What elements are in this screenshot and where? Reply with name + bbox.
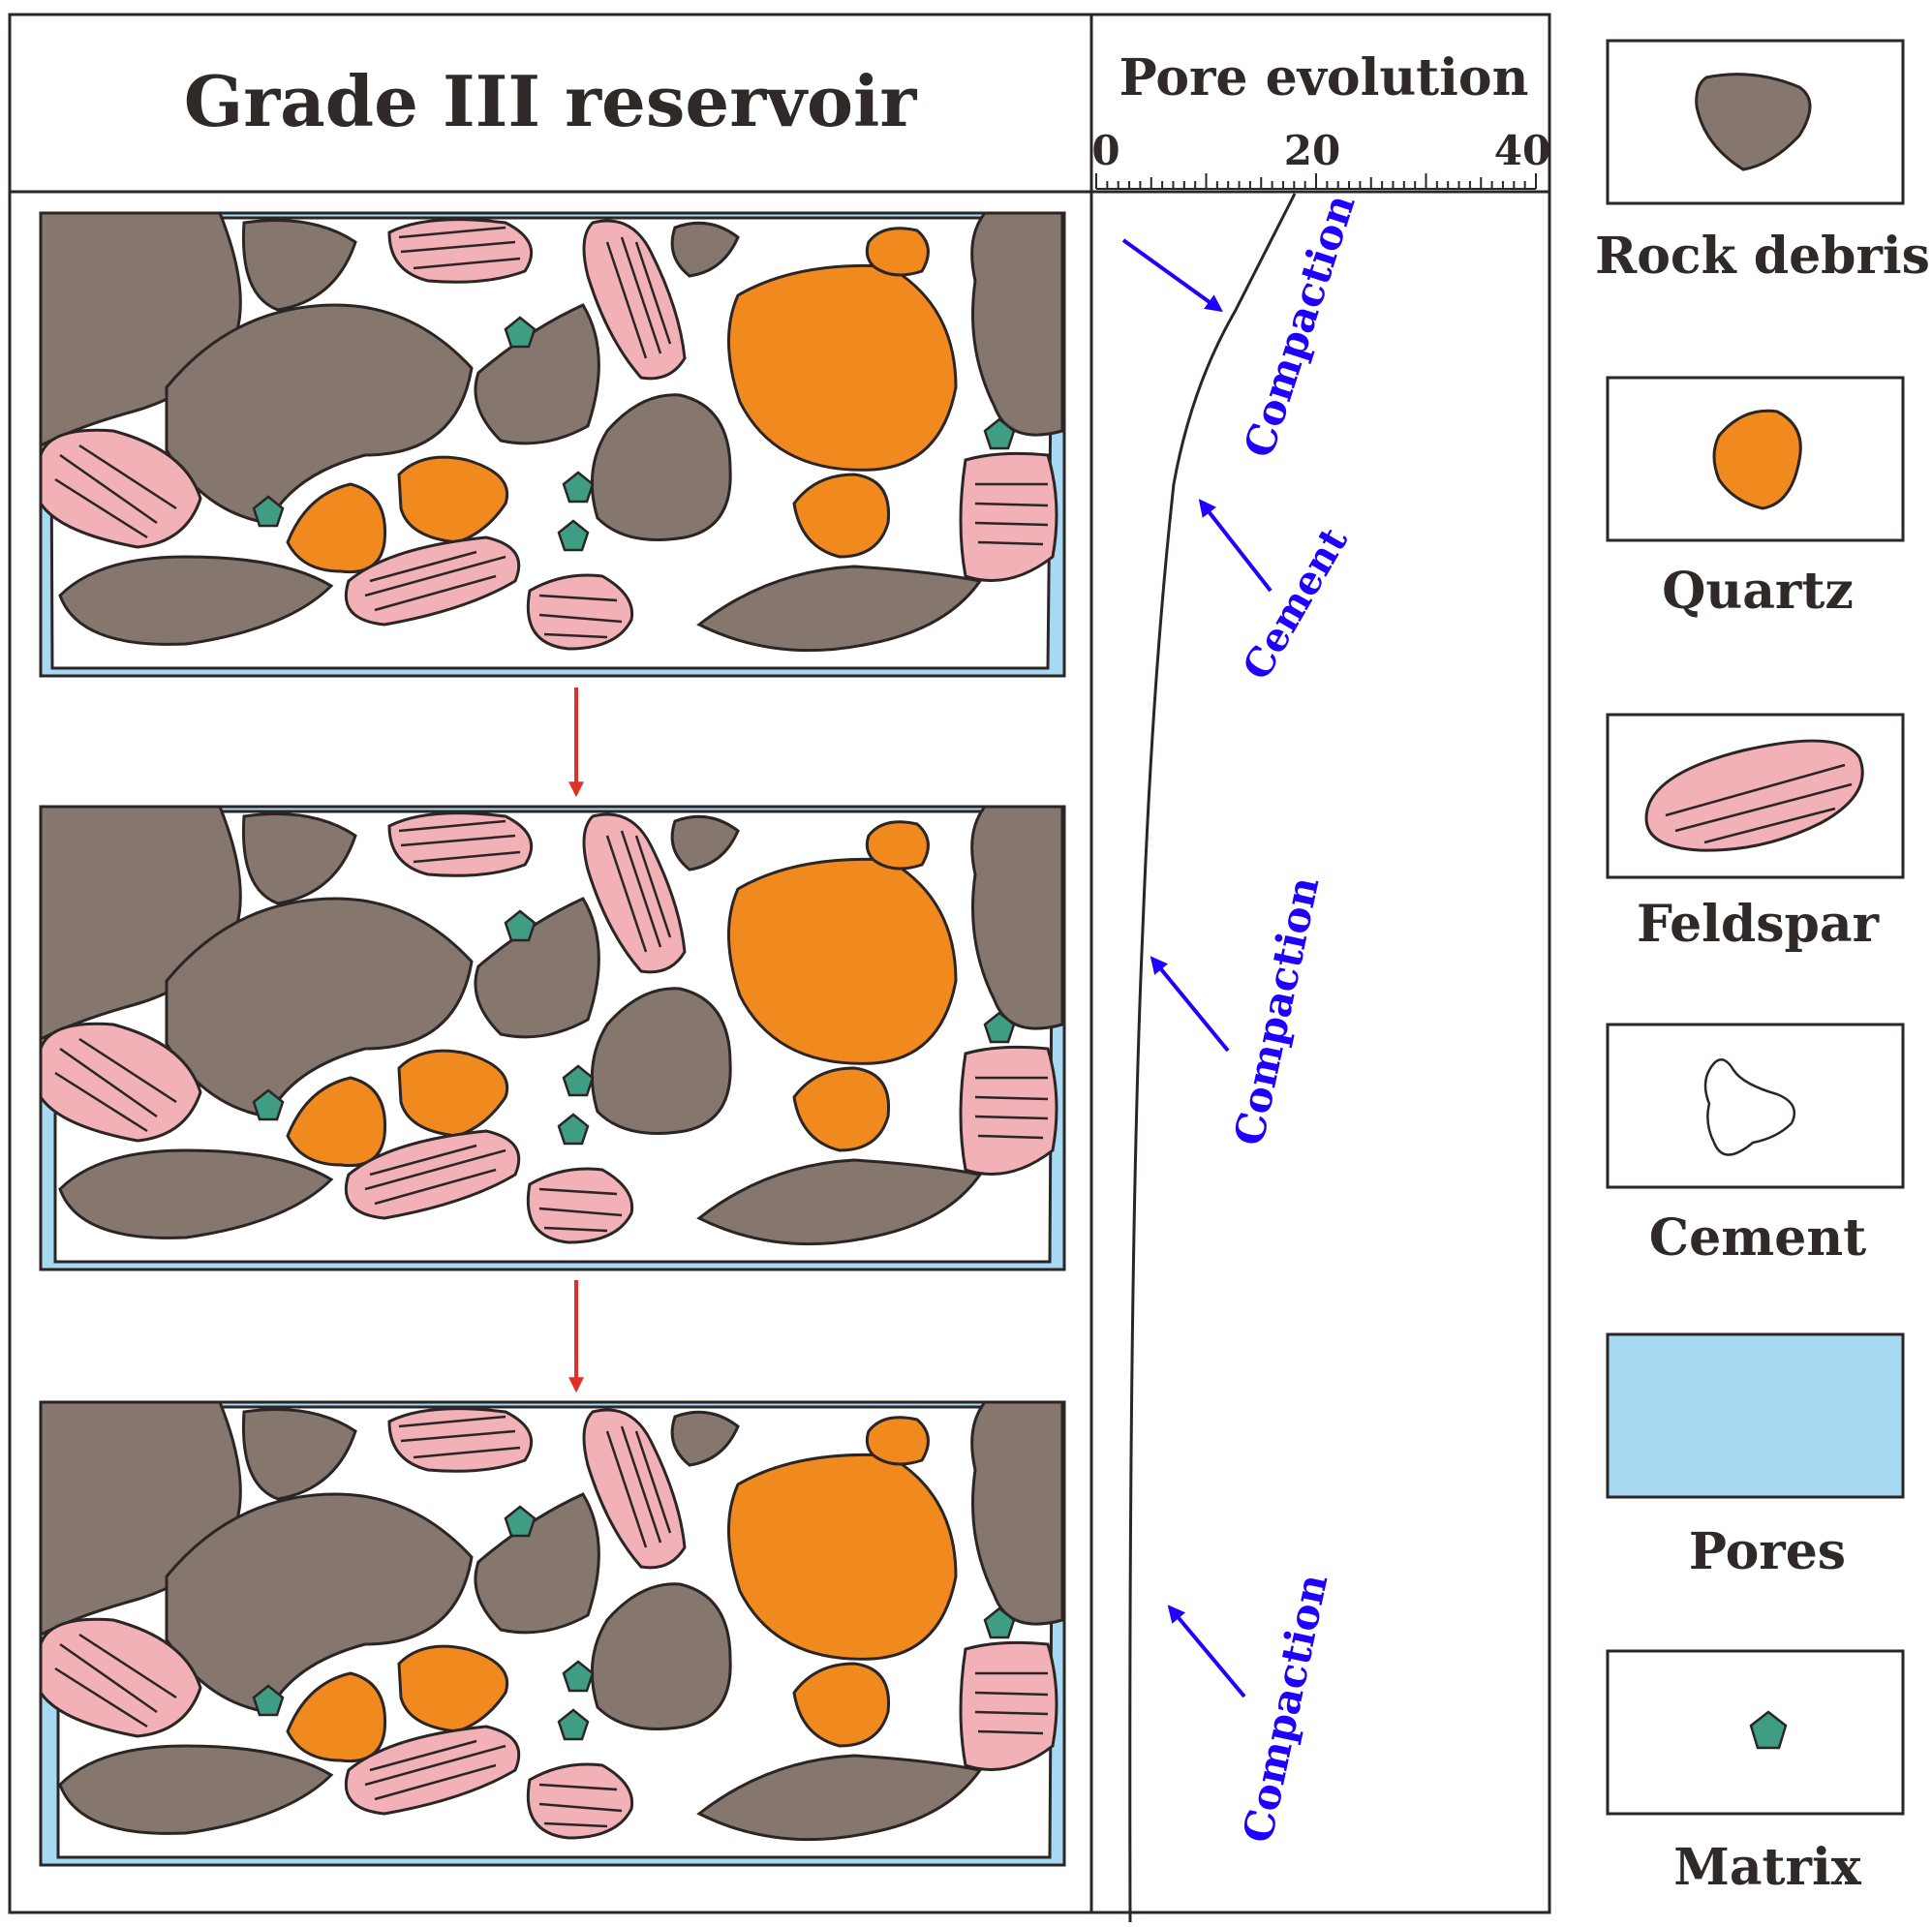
pore-evolution-title: Pore evolution (1119, 48, 1529, 107)
legend-item-pores: Pores (1606, 1332, 1905, 1581)
legend-label-pores: Pores (1689, 1522, 1846, 1581)
panel-title: Grade III reservoir (184, 60, 918, 142)
cement-arrow (1198, 499, 1273, 593)
porosity-scale (1095, 173, 1537, 190)
legend-item-quartz: Quartz (1606, 376, 1905, 621)
process-label-cement: Cement (1234, 520, 1357, 688)
tick-label-0: 0 (1091, 127, 1119, 174)
legend-item-rock-debris: Rock debris (1595, 39, 1930, 286)
legend: Rock debris Quartz Feldspar Cement Pores… (1595, 39, 1930, 1897)
pore-evolution-curve (1128, 193, 1297, 1923)
compaction-arrow-1 (1121, 238, 1223, 313)
process-label-compaction-2: Compaction (1225, 872, 1329, 1149)
grain-diagram-stage-3 (39, 1400, 1066, 1867)
feldspar-swatch (1644, 739, 1864, 852)
grain-diagram-stage-1 (39, 211, 1066, 678)
tick-label-20: 20 (1284, 127, 1340, 174)
compaction-arrow-2 (1150, 956, 1230, 1053)
legend-item-feldspar: Feldspar (1606, 713, 1905, 954)
legend-label-feldspar: Feldspar (1637, 895, 1880, 954)
rock-debris-swatch (1695, 73, 1812, 171)
process-label-compaction-1: Compaction (1235, 189, 1365, 463)
pores-swatch (1606, 1332, 1905, 1499)
legend-label-quartz: Quartz (1662, 562, 1854, 621)
tick-label-40: 40 (1494, 127, 1550, 174)
feldspar-swatch-cleavage (1665, 763, 1853, 844)
process-label-compaction-3: Compaction (1234, 1570, 1337, 1847)
matrix-swatch (1749, 1710, 1788, 1750)
panel-frame (8, 13, 1551, 1914)
cement-swatch (1703, 1058, 1796, 1156)
compaction-arrow-3 (1167, 1605, 1246, 1698)
legend-label-matrix: Matrix (1673, 1838, 1861, 1897)
legend-label-rock-debris: Rock debris (1595, 227, 1930, 286)
legend-label-cement: Cement (1649, 1208, 1866, 1268)
grain-diagram-stage-2 (39, 805, 1066, 1271)
quartz-swatch (1712, 409, 1802, 510)
legend-item-matrix: Matrix (1606, 1649, 1905, 1897)
legend-item-cement: Cement (1606, 1023, 1905, 1268)
